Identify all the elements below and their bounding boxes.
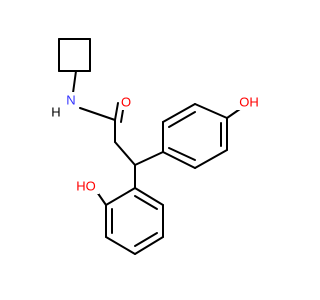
lower-ring-bond-4: [134, 236, 164, 255]
upper-ring-bond-2: [162, 103, 196, 123]
upper-ring-bond-3: [194, 103, 228, 119]
bonds: [58, 38, 241, 255]
upper-hydroxyl-label: OH: [239, 95, 259, 110]
molecule-structure: N H O OH HO: [50, 38, 262, 255]
methylene-methine-bond: [114, 141, 136, 166]
atom-labels: N H O OH HO: [50, 92, 262, 194]
cyclobutyl-nitrogen-bond: [72, 70, 77, 94]
upper-ring-double-1: [168, 111, 196, 128]
nitrogen-atom-label: N: [66, 93, 75, 108]
upper-ring-double-3: [168, 147, 196, 161]
lower-hydroxyl-label: HO: [76, 179, 96, 194]
lower-ring-bond-1: [105, 187, 136, 206]
lower-ring-hydroxyl-bond: [96, 191, 107, 206]
nitrogen-carbonyl-bond: [79, 107, 116, 121]
carbonyl-double-bond-1: [114, 102, 119, 121]
upper-ring-hydroxyl-bond: [226, 108, 241, 119]
lower-ring-bond-6: [134, 187, 164, 206]
lower-ring-double-2: [134, 232, 158, 247]
lower-ring-bond-3: [105, 236, 136, 255]
amide-hydrogen-label: H: [51, 105, 60, 120]
upper-ring-bond-5: [194, 149, 228, 169]
carbonyl-oxygen-label: O: [121, 95, 131, 110]
upper-ring-bond-6: [162, 151, 196, 169]
methine-upper-ring-bond: [134, 151, 164, 166]
lower-ring-double-3: [134, 195, 158, 210]
